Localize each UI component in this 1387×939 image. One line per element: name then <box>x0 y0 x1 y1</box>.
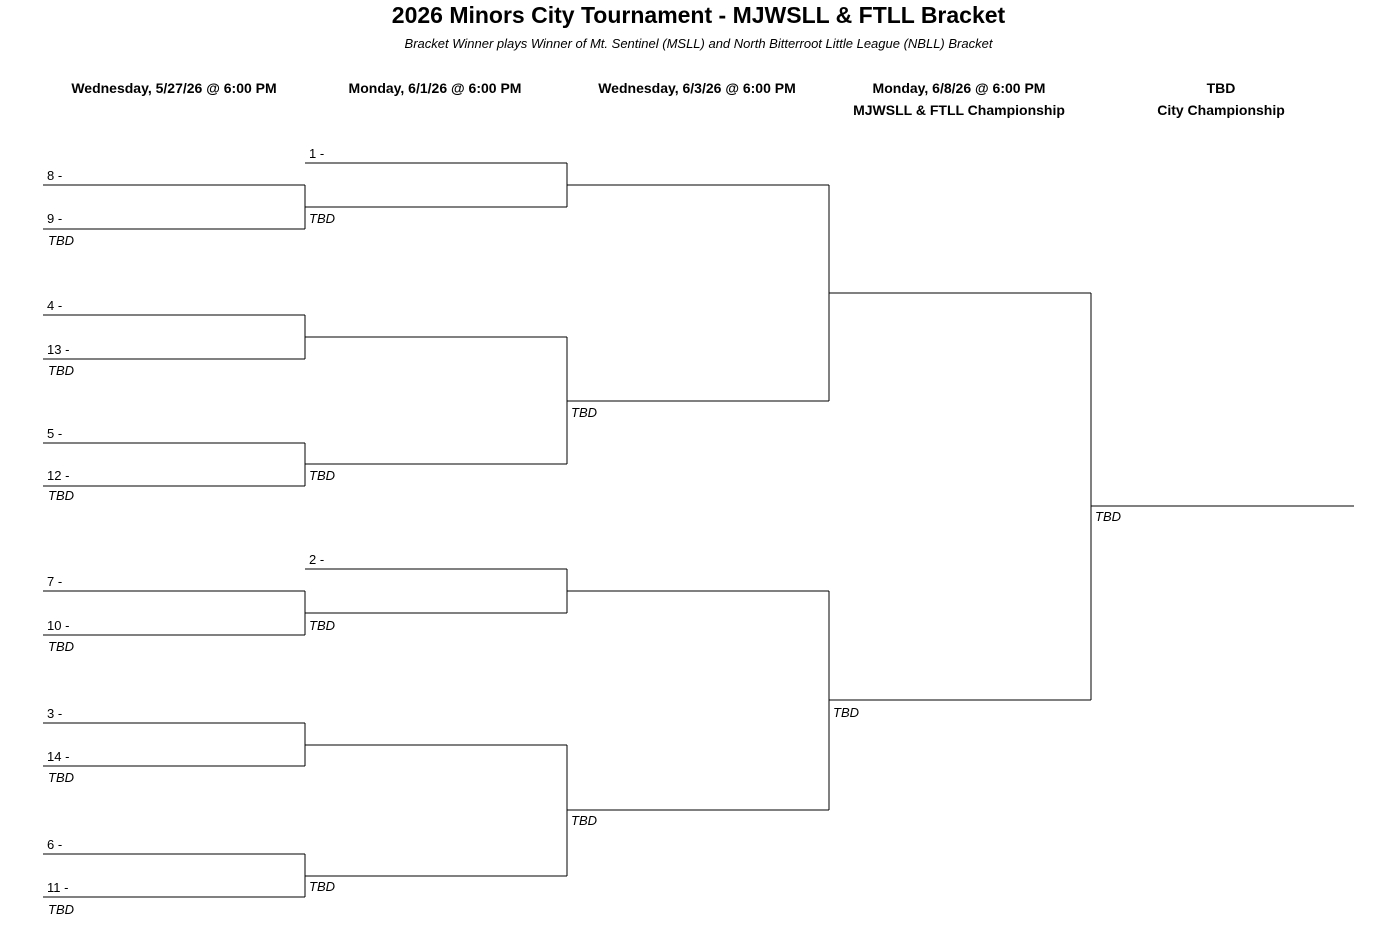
round2-date: Monday, 6/1/26 @ 6:00 PM <box>348 80 522 96</box>
round4-date: Monday, 6/8/26 @ 6:00 PM <box>872 80 1046 96</box>
page-subtitle: Bracket Winner plays Winner of Mt. Senti… <box>404 36 993 51</box>
column-header-round4: Monday, 6/8/26 @ 6:00 PM MJWSLL & FTLL Ch… <box>829 77 1089 121</box>
bye-seed-label: 1 - <box>309 146 325 161</box>
winner-tbd: TBD <box>48 770 74 785</box>
seed-label: 7 - <box>47 574 63 589</box>
seed-label: 8 - <box>47 168 63 183</box>
round4-name: MJWSLL & FTLL Championship <box>853 102 1065 118</box>
winner-tbd: TBD <box>48 233 74 248</box>
column-header-round2: Monday, 6/1/26 @ 6:00 PM <box>305 77 565 99</box>
column-header-round1: Wednesday, 5/27/26 @ 6:00 PM <box>44 77 304 99</box>
final-name: City Championship <box>1157 102 1285 118</box>
seed-label: 11 - <box>47 880 69 895</box>
seed-label: 6 - <box>47 837 63 852</box>
winner-tbd: TBD <box>309 468 335 483</box>
winner-tbd: TBD <box>309 879 335 894</box>
seed-label: 12 - <box>47 468 70 483</box>
winner-tbd: TBD <box>48 639 74 654</box>
final-date: TBD <box>1206 80 1236 96</box>
champion-tbd: TBD <box>1095 509 1121 524</box>
winner-tbd: TBD <box>48 488 74 503</box>
winner-tbd: TBD <box>309 211 335 226</box>
winner-tbd: TBD <box>48 363 74 378</box>
winner-tbd: TBD <box>309 618 335 633</box>
seed-label: 14 - <box>47 749 70 764</box>
seed-label: 10 - <box>47 618 70 633</box>
winner-tbd: TBD <box>833 705 859 720</box>
bye-seed-label: 2 - <box>309 552 325 567</box>
winner-tbd: TBD <box>571 405 597 420</box>
seed-label: 5 - <box>47 426 63 441</box>
winner-tbd: TBD <box>571 813 597 828</box>
round3-date: Wednesday, 6/3/26 @ 6:00 PM <box>598 80 796 96</box>
column-header-final: TBD City Championship <box>1091 77 1351 121</box>
column-header-round3: Wednesday, 6/3/26 @ 6:00 PM <box>567 77 827 99</box>
winner-tbd: TBD <box>48 902 74 917</box>
seed-label: 13 - <box>47 342 70 357</box>
seed-label: 3 - <box>47 706 63 721</box>
seed-label: 4 - <box>47 298 63 313</box>
page-title: 2026 Minors City Tournament - MJWSLL & F… <box>391 2 1006 28</box>
seed-label: 9 - <box>47 211 63 226</box>
round1-date: Wednesday, 5/27/26 @ 6:00 PM <box>71 80 277 96</box>
